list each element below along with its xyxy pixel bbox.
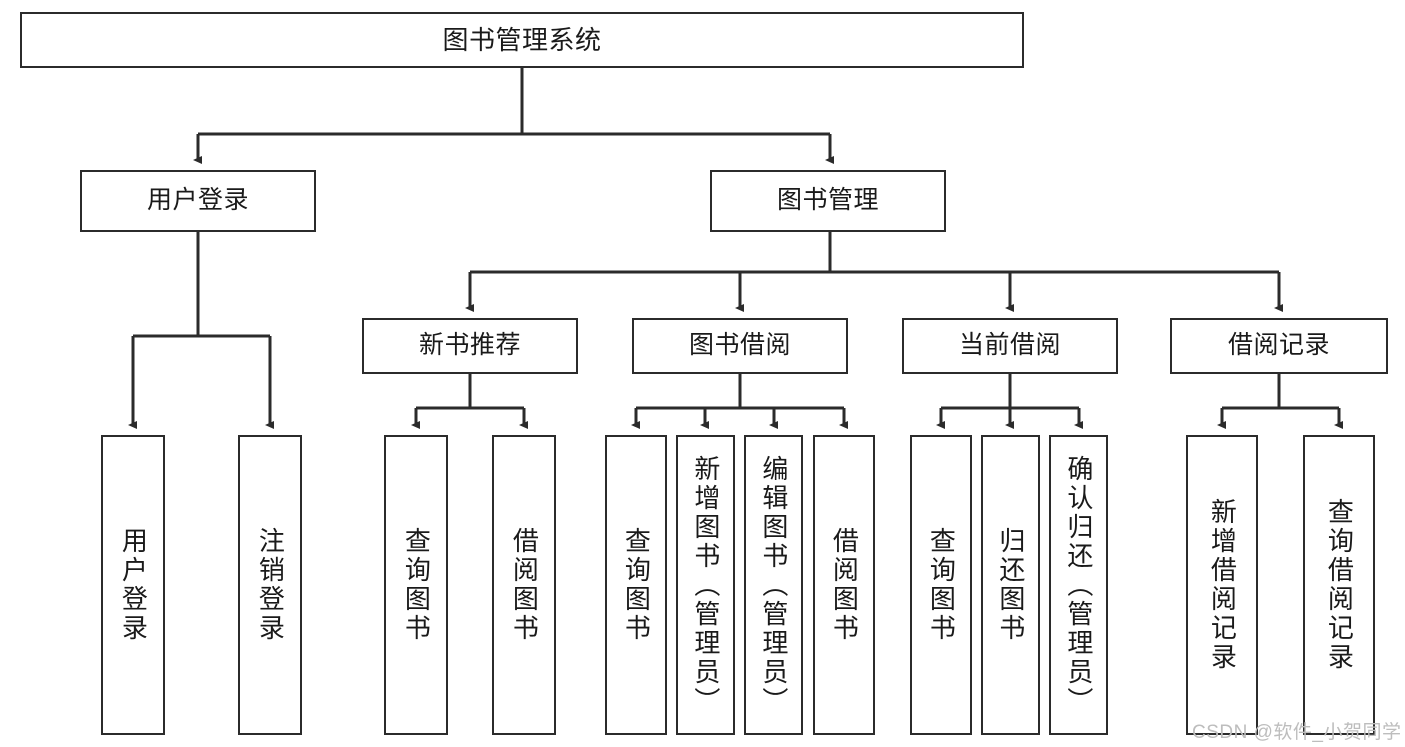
node-leaf-query-book[interactable]: 查询图书: [605, 435, 667, 735]
node-label: 确认归还（管理员）: [1063, 454, 1094, 716]
node-book-management[interactable]: 图书管理: [710, 170, 946, 232]
node-new-book-recommend[interactable]: 新书推荐: [362, 318, 578, 374]
node-label: 图书借阅: [688, 331, 791, 360]
node-book-borrow[interactable]: 图书借阅: [632, 318, 848, 374]
node-leaf-return-book[interactable]: 归还图书: [981, 435, 1040, 735]
node-leaf-logout-login[interactable]: 注销登录: [238, 435, 302, 735]
node-label: 用户登录: [118, 527, 149, 643]
node-leaf-add-book-admin[interactable]: 新增图书（管理员）: [676, 435, 735, 735]
node-label: 新书推荐: [418, 331, 521, 360]
node-user-login[interactable]: 用户登录: [80, 170, 316, 232]
node-current-borrow[interactable]: 当前借阅: [902, 318, 1118, 374]
node-leaf-add-borrow-record[interactable]: 新增借阅记录: [1186, 435, 1258, 735]
node-leaf-query-book-new[interactable]: 查询图书: [384, 435, 448, 735]
node-label: 图书管理: [776, 186, 879, 215]
node-label: 借阅图书: [829, 527, 860, 643]
node-label: 用户登录: [146, 186, 249, 215]
node-book-management-system[interactable]: 图书管理系统: [20, 12, 1024, 68]
node-label: 查询图书: [621, 527, 652, 643]
node-label: 当前借阅: [958, 331, 1061, 360]
node-label: 查询图书: [926, 527, 957, 643]
node-leaf-user-login[interactable]: 用户登录: [101, 435, 165, 735]
csdn-watermark: CSDN @软件_小贺同学: [1192, 722, 1402, 743]
node-label: 注销登录: [255, 527, 286, 643]
node-leaf-query-borrow-record[interactable]: 查询借阅记录: [1303, 435, 1375, 735]
node-label: 新增图书（管理员）: [690, 454, 721, 716]
node-label: 归还图书: [995, 527, 1026, 643]
node-borrow-record[interactable]: 借阅记录: [1170, 318, 1388, 374]
node-label: 图书管理系统: [442, 24, 602, 55]
node-leaf-borrow-book-new[interactable]: 借阅图书: [492, 435, 556, 735]
node-leaf-edit-book-admin[interactable]: 编辑图书（管理员）: [744, 435, 803, 735]
node-label: 编辑图书（管理员）: [758, 454, 789, 716]
node-leaf-confirm-return-admin[interactable]: 确认归还（管理员）: [1049, 435, 1108, 735]
node-label: 借阅图书: [509, 527, 540, 643]
node-label: 新增借阅记录: [1207, 498, 1238, 672]
node-label: 借阅记录: [1227, 331, 1330, 360]
node-leaf-query-book-current[interactable]: 查询图书: [910, 435, 972, 735]
node-label: 查询借阅记录: [1324, 498, 1355, 672]
node-label: 查询图书: [401, 527, 432, 643]
node-leaf-borrow-book[interactable]: 借阅图书: [813, 435, 875, 735]
